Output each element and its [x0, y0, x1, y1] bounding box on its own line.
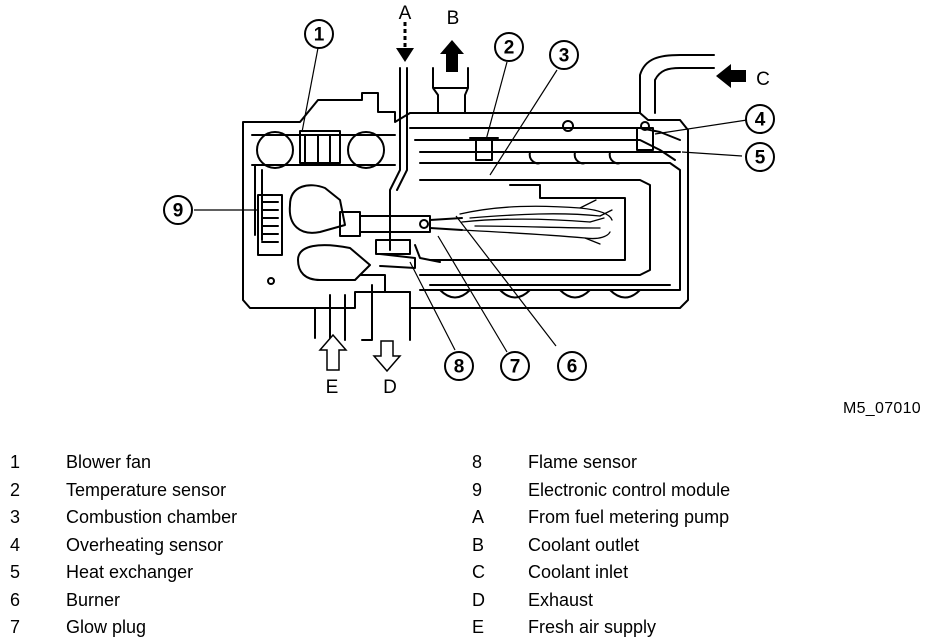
heater-cutaway-diagram: 1 2 3 4 5 6 7 8 9 A B C D E — [163, 3, 775, 398]
coolant-outlet-pipe — [432, 67, 469, 114]
callout-9-circle — [163, 195, 193, 225]
callout-4: 4 — [755, 110, 766, 131]
fuel-line — [389, 67, 408, 251]
callout-6: 6 — [567, 357, 578, 378]
legend-label: Coolant inlet — [528, 562, 629, 582]
legend-label: Coolant outlet — [528, 534, 640, 555]
arrow-b-solid — [440, 40, 464, 72]
combustion-chamber — [414, 179, 651, 276]
arrow-e-outline — [318, 333, 348, 371]
legend-row: B Coolant outlet — [472, 532, 730, 560]
legend-row: A From fuel metering pump — [472, 504, 730, 532]
callout-4-circle — [745, 104, 775, 134]
legend-label: Glow plug — [66, 617, 147, 637]
callout-7: 7 — [510, 357, 521, 378]
legend-key: B — [472, 534, 485, 555]
arrow-a-head — [396, 48, 414, 62]
callout-7-circle — [500, 351, 530, 381]
legend-key: 3 — [10, 507, 21, 527]
legend-row: 8 Flame sensor — [472, 449, 730, 477]
figure-code: M5_07010 — [842, 400, 921, 417]
heater-housing — [242, 92, 689, 309]
legend-row: 2 Temperature sensor — [10, 477, 237, 505]
flame-sensor — [375, 239, 416, 269]
legend-right-column: 8 Flame sensor 9 Electronic control module… — [472, 449, 730, 642]
legend-key: A — [472, 507, 485, 527]
callout-2: 2 — [504, 38, 515, 59]
callout-8-circle — [444, 351, 474, 381]
letter-b: B — [447, 8, 460, 29]
callout-8: 8 — [454, 357, 465, 378]
legend-row: 3 Combustion chamber — [10, 504, 237, 532]
legend-label: Burner — [66, 589, 121, 610]
coolant-inlet-pipe — [639, 54, 715, 114]
legend-row: E Fresh air supply — [472, 614, 730, 642]
callout-9: 9 — [173, 201, 184, 222]
legend-label: Heat exchanger — [66, 562, 194, 582]
callout-5-circle — [745, 142, 775, 172]
legend-left-column: 1 Blower fan 2 Temperature sensor 3 Combust… — [10, 449, 237, 642]
legend-key: 2 — [10, 479, 21, 500]
legend-key: 1 — [10, 452, 21, 472]
legend-row: C Coolant inlet — [472, 559, 730, 587]
letter-e: E — [326, 377, 339, 398]
callout-1-circle — [304, 19, 334, 49]
legend-key: C — [472, 562, 485, 582]
legend-key: 7 — [10, 617, 21, 637]
legend-key: D — [472, 589, 485, 610]
callouts — [163, 19, 775, 381]
temperature-sensor — [469, 137, 499, 161]
flow-arrows — [318, 22, 746, 373]
overheating-sensor — [562, 120, 654, 151]
legend-label: Temperature sensor — [66, 479, 227, 500]
legend-key: 9 — [472, 479, 483, 500]
legend-label: Flame sensor — [528, 452, 638, 472]
legend-row: 9 Electronic control module — [472, 477, 730, 505]
legend-row: 4 Overheating sensor — [10, 532, 237, 560]
callout-6-circle — [557, 351, 587, 381]
arrow-d-outline — [372, 340, 402, 373]
callout-2-circle — [494, 32, 524, 62]
legend-row: D Exhaust — [472, 587, 730, 615]
legend-row: 5 Heat exchanger — [10, 559, 237, 587]
letter-a: A — [399, 3, 412, 24]
callout-3: 3 — [559, 46, 570, 67]
heat-exchanger — [409, 127, 681, 299]
legend-key: 8 — [472, 452, 483, 472]
legend-row: 7 Glow plug — [10, 614, 237, 642]
leader-lines — [194, 47, 748, 353]
legend-label: From fuel metering pump — [528, 507, 730, 527]
legend-key: E — [472, 617, 485, 637]
legend-key: 5 — [10, 562, 21, 582]
legend-key: 4 — [10, 534, 21, 555]
legend-label: Combustion chamber — [66, 507, 238, 527]
legend-row: 1 Blower fan — [10, 449, 237, 477]
air-duct — [288, 184, 371, 341]
letter-d: D — [383, 377, 397, 398]
exhaust-pipe — [359, 274, 411, 341]
callout-5: 5 — [755, 148, 766, 169]
letter-c: C — [756, 69, 770, 90]
legend-key: 6 — [10, 589, 21, 610]
legend-label: Blower fan — [66, 452, 152, 472]
glow-plug — [339, 211, 463, 237]
callout-3-circle — [549, 40, 579, 70]
blower-fan — [251, 130, 396, 241]
arrow-c-solid — [716, 64, 746, 88]
legend-label: Electronic control module — [528, 479, 731, 500]
legend-label: Exhaust — [528, 589, 594, 610]
callout-1: 1 — [314, 25, 325, 46]
legend-label: Overheating sensor — [66, 534, 224, 555]
burner-flame — [459, 199, 613, 245]
legend-row: 6 Burner — [10, 587, 237, 615]
legend-label: Fresh air supply — [528, 617, 657, 637]
electronic-control-module — [257, 194, 283, 285]
